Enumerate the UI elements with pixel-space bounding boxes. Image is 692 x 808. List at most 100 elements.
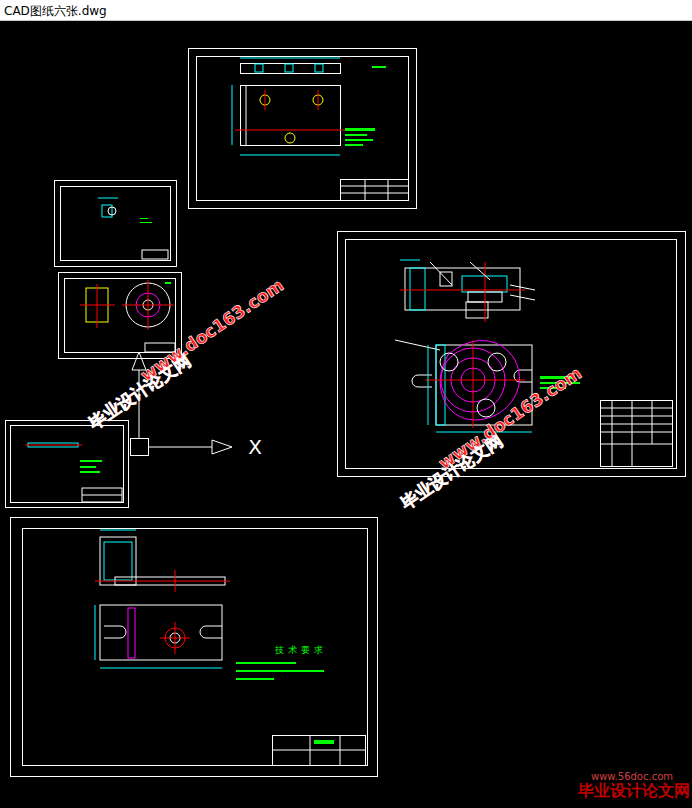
drawing-sheet (189, 49, 417, 209)
drawing-sheet (338, 232, 686, 477)
cad-line (488, 353, 506, 371)
cad-line (82, 495, 122, 496)
drawing-detail (23, 529, 368, 766)
cad-line (400, 290, 525, 291)
cad-line (341, 180, 409, 201)
cad-line (97, 284, 98, 328)
cad-line (236, 678, 274, 680)
cad-line (197, 57, 409, 201)
cad-line (6, 421, 129, 508)
cad-line (11, 426, 124, 503)
cad-line (80, 305, 115, 306)
cad-line (612, 400, 613, 466)
cad-line (600, 444, 672, 445)
cad-line (80, 466, 96, 468)
cad-line (80, 471, 100, 473)
cad-line (23, 529, 368, 766)
cad-line (346, 240, 677, 469)
drawing-sheet (59, 273, 182, 359)
cad-line (285, 133, 295, 143)
cad-line (405, 268, 520, 310)
cad-line (148, 447, 212, 448)
cad-line (601, 401, 673, 467)
cad-line (425, 380, 525, 381)
cad-line (212, 440, 232, 454)
cad-line (131, 439, 149, 456)
cad-line (345, 139, 373, 141)
note-heading: 技术要求 (275, 644, 327, 657)
cad-line (340, 186, 408, 187)
cad-line (98, 198, 118, 199)
cad-line (345, 134, 367, 136)
drawing-sheet (6, 421, 129, 508)
cad-line (345, 144, 363, 146)
cad-line (104, 626, 126, 638)
cad-line (142, 250, 168, 259)
cad-line (272, 750, 365, 751)
cad-line (410, 268, 425, 310)
site-url: www.56doc.com (591, 771, 673, 782)
cad-line (314, 740, 334, 744)
cad-line (477, 399, 495, 417)
cad-line (340, 193, 408, 194)
cad-line (240, 155, 340, 156)
cad-line (345, 128, 375, 131)
cad-line (510, 285, 535, 290)
drawing-sheet (55, 181, 177, 267)
cad-line (430, 262, 452, 285)
cad-line (104, 542, 132, 580)
cad-line (310, 735, 311, 765)
cad-line (236, 670, 324, 672)
cad-line (428, 345, 429, 425)
cad-line (65, 279, 176, 353)
cad-line (25, 445, 82, 446)
cad-line (100, 605, 222, 660)
cad-line (600, 408, 672, 409)
cad-line (241, 86, 341, 146)
drawing-sheet: 技术要求 (10, 517, 378, 777)
cad-line (255, 64, 263, 72)
cad-line (372, 66, 386, 68)
axis-label: X (248, 435, 262, 459)
cad-line (318, 90, 319, 110)
cad-line (140, 222, 152, 223)
cad-line (273, 736, 366, 766)
cad-line (365, 179, 366, 200)
cad-line (100, 537, 136, 585)
cad-line (55, 181, 177, 267)
cad-line (59, 273, 182, 359)
cad-line (80, 460, 102, 462)
cad-line (232, 85, 233, 145)
cad-line (82, 488, 122, 502)
cad-line (652, 400, 653, 444)
cad-line (95, 581, 230, 582)
cad-line (235, 130, 345, 131)
cad-line (108, 207, 116, 215)
cad-line (315, 64, 323, 72)
cad-line (412, 375, 432, 387)
cad-line (440, 353, 458, 371)
cad-line (340, 735, 341, 765)
cad-line (165, 282, 171, 284)
cad-line (470, 262, 490, 280)
cad-line (400, 260, 420, 261)
cad-line (600, 424, 672, 425)
cad-line (388, 179, 389, 200)
cad-line (148, 280, 149, 330)
cad-line (338, 232, 686, 477)
cad-line (175, 622, 176, 654)
cad-line (175, 570, 176, 592)
cad-line (473, 340, 474, 428)
cad-line (128, 608, 135, 658)
cad-line (140, 218, 148, 219)
watermark: www.doc163.com (435, 363, 585, 473)
cad-line (246, 85, 247, 145)
cad-line (95, 605, 96, 660)
site-logo: 毕业设计论文网 (578, 781, 690, 802)
cad-line (600, 416, 672, 417)
cad-line (485, 262, 486, 322)
cad-line (632, 400, 633, 466)
title-bar: CAD图纸六张.dwg (0, 0, 692, 21)
cad-line (510, 295, 535, 300)
